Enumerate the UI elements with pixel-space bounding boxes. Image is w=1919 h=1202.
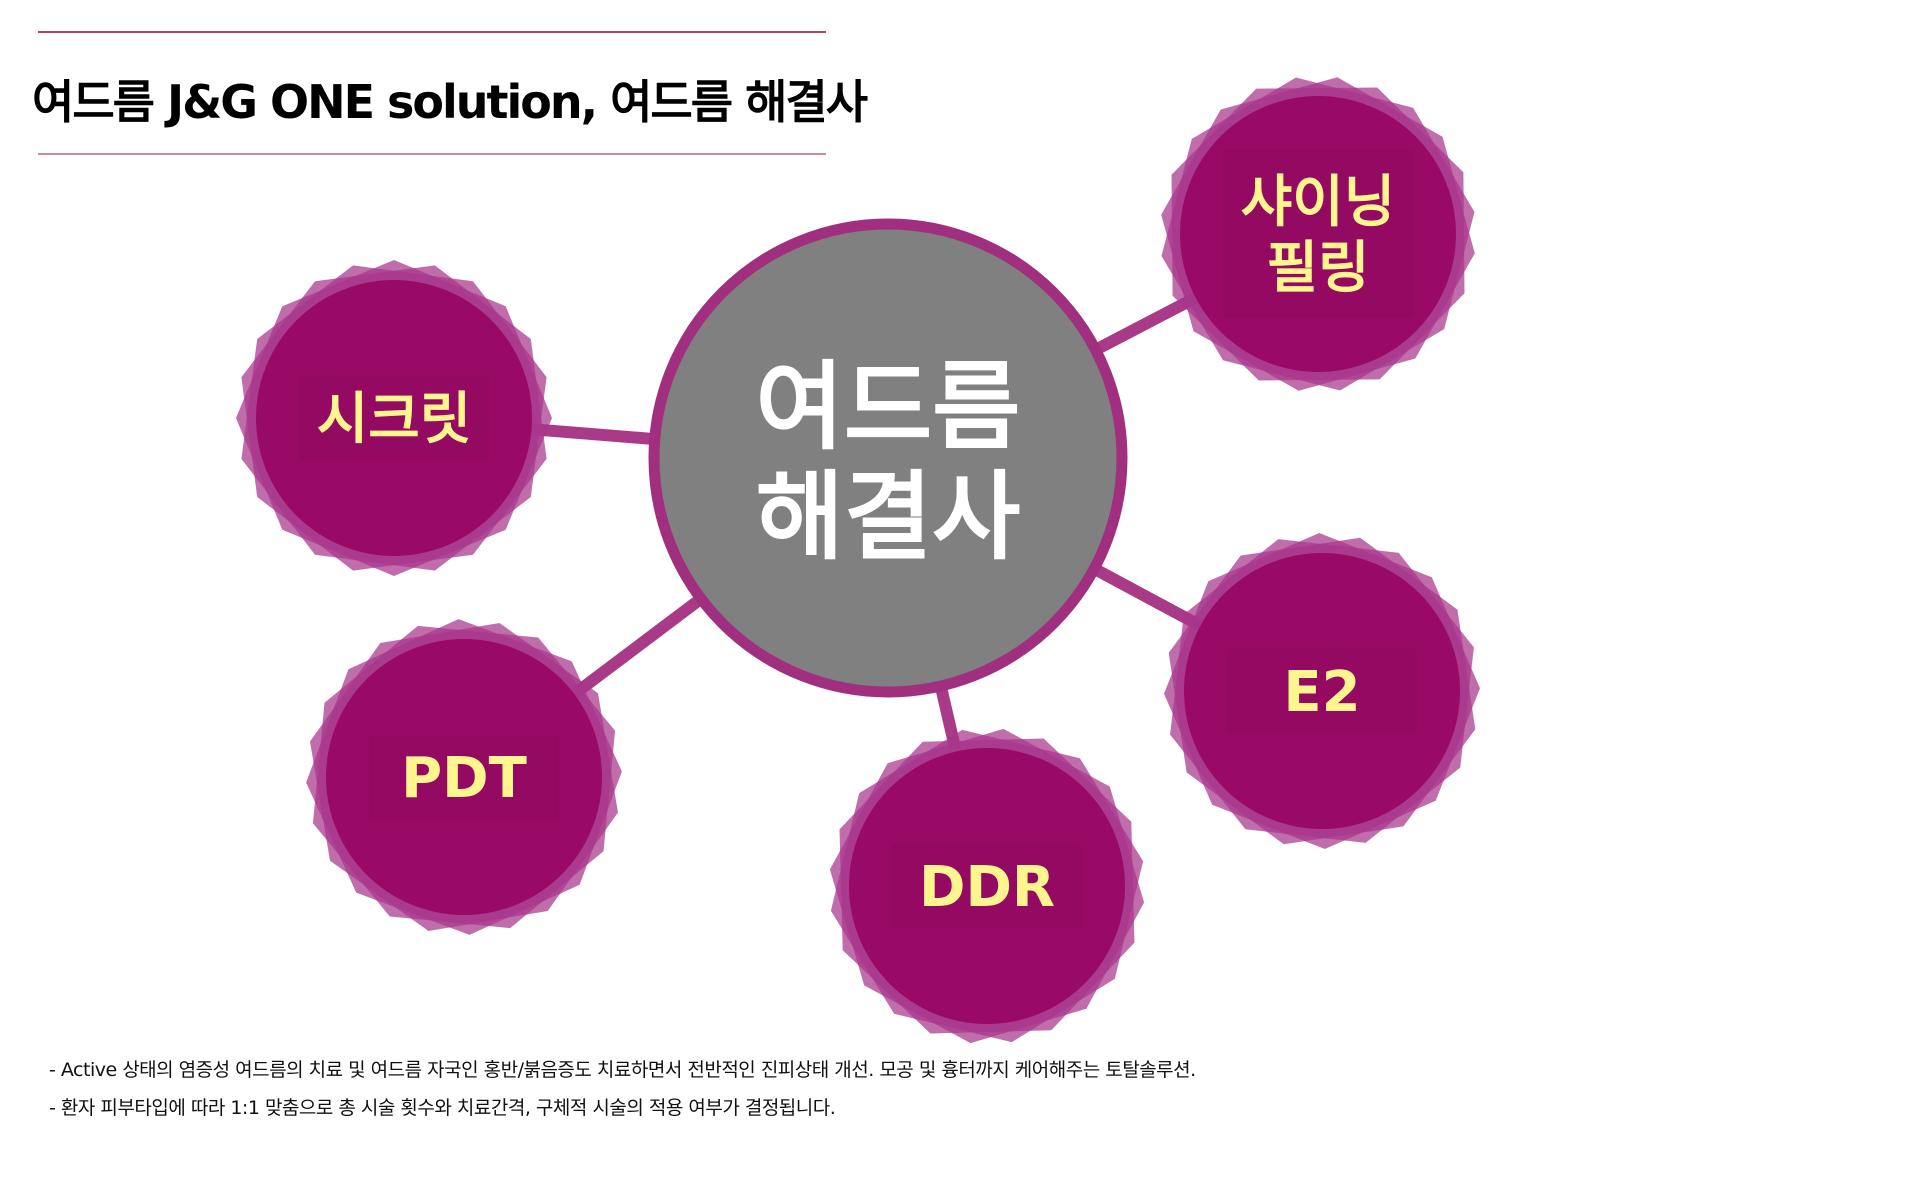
node-ddr: DDR (829, 728, 1145, 1044)
center-label-line2: 해결사 (756, 461, 1021, 573)
node-label: PDT (401, 746, 527, 811)
node-label: 시크릿 (317, 387, 472, 452)
center-node: 여드름 해결사 (648, 218, 1128, 698)
badge-circle (1184, 553, 1460, 829)
node-label: DDR (919, 855, 1055, 920)
page-title: 여드름 J&G ONE solution, 여드름 해결사 (32, 75, 868, 129)
node-label: 샤이닝 (1241, 170, 1396, 235)
center-circle (648, 218, 1128, 698)
badge-circle (256, 280, 532, 556)
node-label: 필링 (1266, 236, 1369, 301)
note-1: - Active 상태의 염증성 여드름의 치료 및 여드름 자국인 홍반/붉음… (49, 1059, 1196, 1081)
node-e2: E2 (1164, 533, 1480, 849)
node-pdt: PDT (306, 619, 622, 935)
title-rule-top (38, 31, 826, 33)
badge-circle (849, 748, 1125, 1024)
title-rule-bottom (38, 153, 826, 155)
note-2: - 환자 피부타입에 따라 1:1 맞춤으로 총 시술 횟수와 치료간격, 구체… (49, 1097, 836, 1119)
node-secret: 시크릿 (236, 260, 552, 576)
badge-circle (326, 639, 602, 915)
center-label-line1: 여드름 (756, 351, 1021, 463)
node-label: E2 (1283, 660, 1360, 725)
badge-circle (1180, 96, 1456, 372)
